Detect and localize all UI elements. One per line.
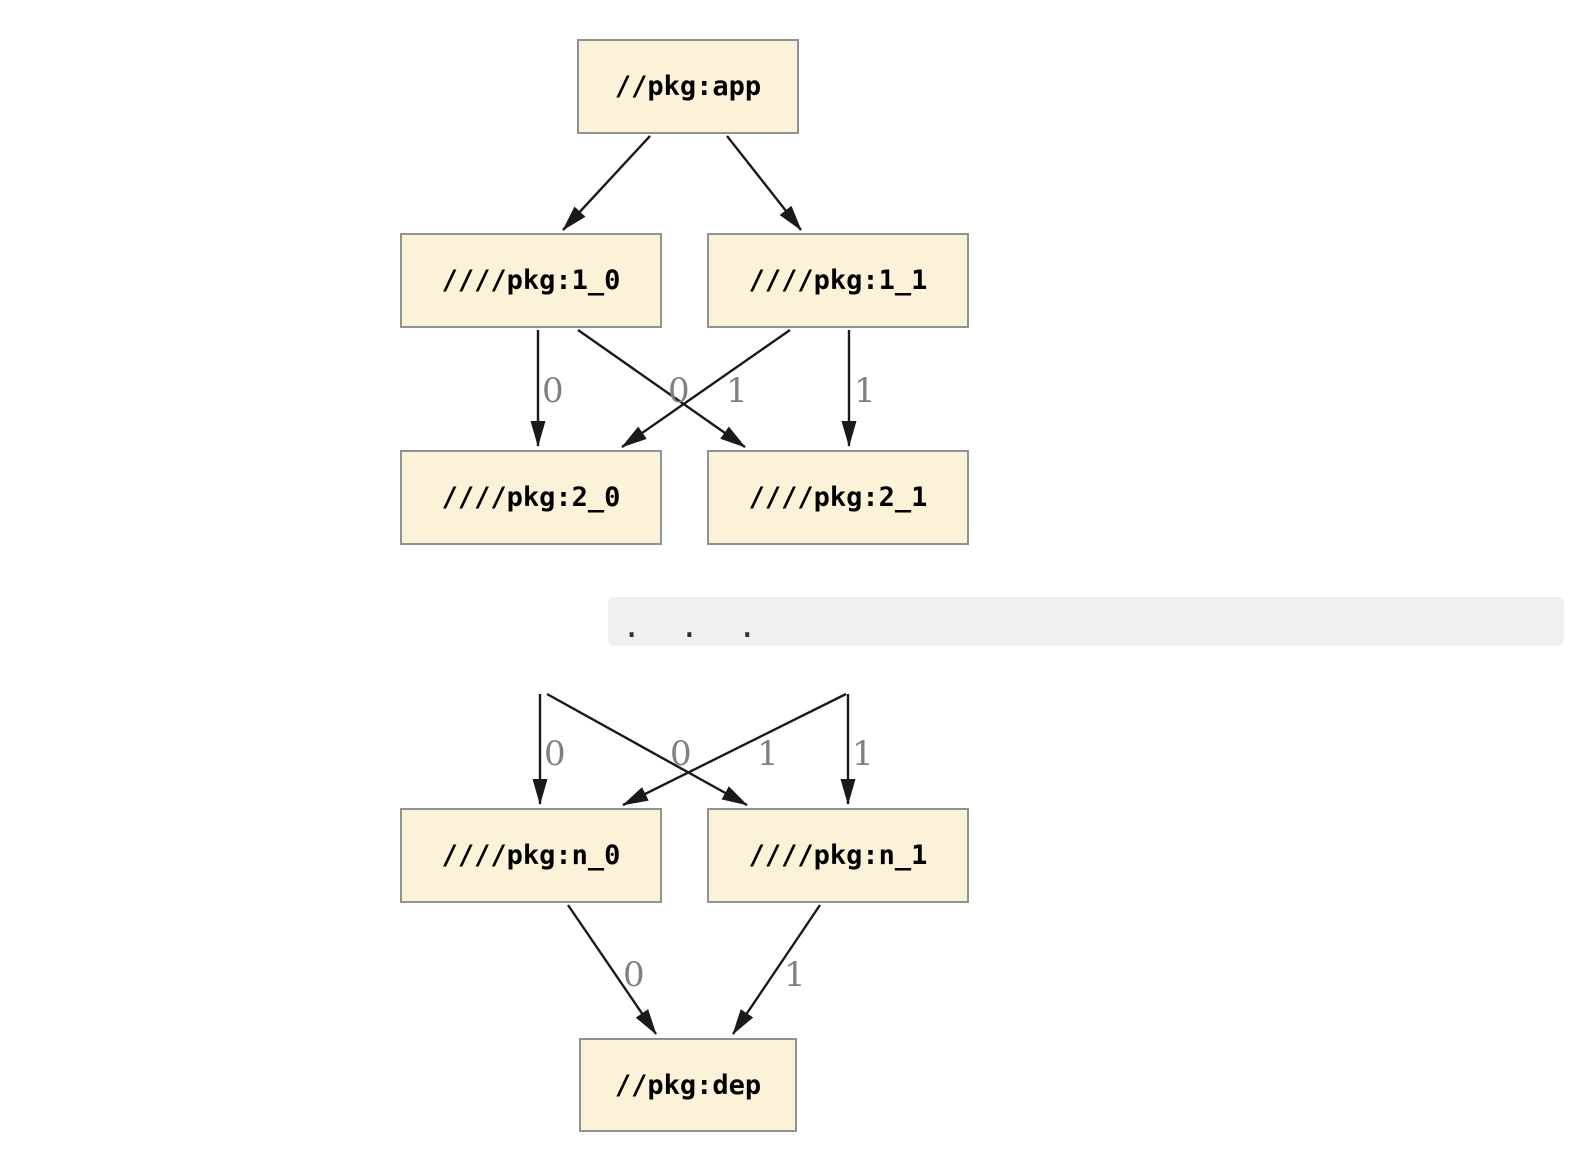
node-pkg-2_1: ////pkg:2_1	[707, 450, 969, 545]
edge-elided-to-n_1-cross	[546, 692, 748, 807]
node-pkg-app: //pkg:app	[577, 39, 799, 134]
node-pkg-n_1: ////pkg:n_1	[707, 808, 969, 903]
elided-levels-band: . . .	[608, 597, 1564, 646]
edge-label-1_0-2_0: 0	[542, 371, 564, 411]
edge-1_0-to-2_1	[577, 329, 746, 448]
edge-app-to-1_1	[726, 135, 802, 231]
edge-label-1_1-2_0: 0	[668, 371, 690, 411]
edge-label-n_0-dep: 0	[623, 955, 645, 995]
edge-label-1_1-2_1: 1	[854, 371, 876, 411]
edge-label-elided-n_1-cross: 1	[757, 734, 779, 774]
edge-1_1-to-2_0	[621, 329, 791, 448]
edge-label-elided-n_0-straight: 0	[544, 734, 566, 774]
edge-n_1-to-dep	[732, 904, 821, 1035]
node-pkg-dep: //pkg:dep	[579, 1038, 797, 1132]
edge-label-1_0-2_1: 1	[726, 371, 748, 411]
edge-elided-to-n_0-cross	[622, 692, 847, 807]
node-pkg-n_0: ////pkg:n_0	[400, 808, 662, 903]
node-pkg-1_0: ////pkg:1_0	[400, 233, 662, 328]
ellipsis-text: . . .	[622, 607, 757, 646]
edge-label-elided-n_0-cross: 0	[670, 734, 692, 774]
node-pkg-1_1: ////pkg:1_1	[707, 233, 969, 328]
node-pkg-2_0: ////pkg:2_0	[400, 450, 662, 545]
edge-app-to-1_0	[562, 135, 651, 231]
edge-label-n_1-dep: 1	[784, 955, 806, 995]
edge-label-elided-n_1-straight: 1	[852, 734, 874, 774]
